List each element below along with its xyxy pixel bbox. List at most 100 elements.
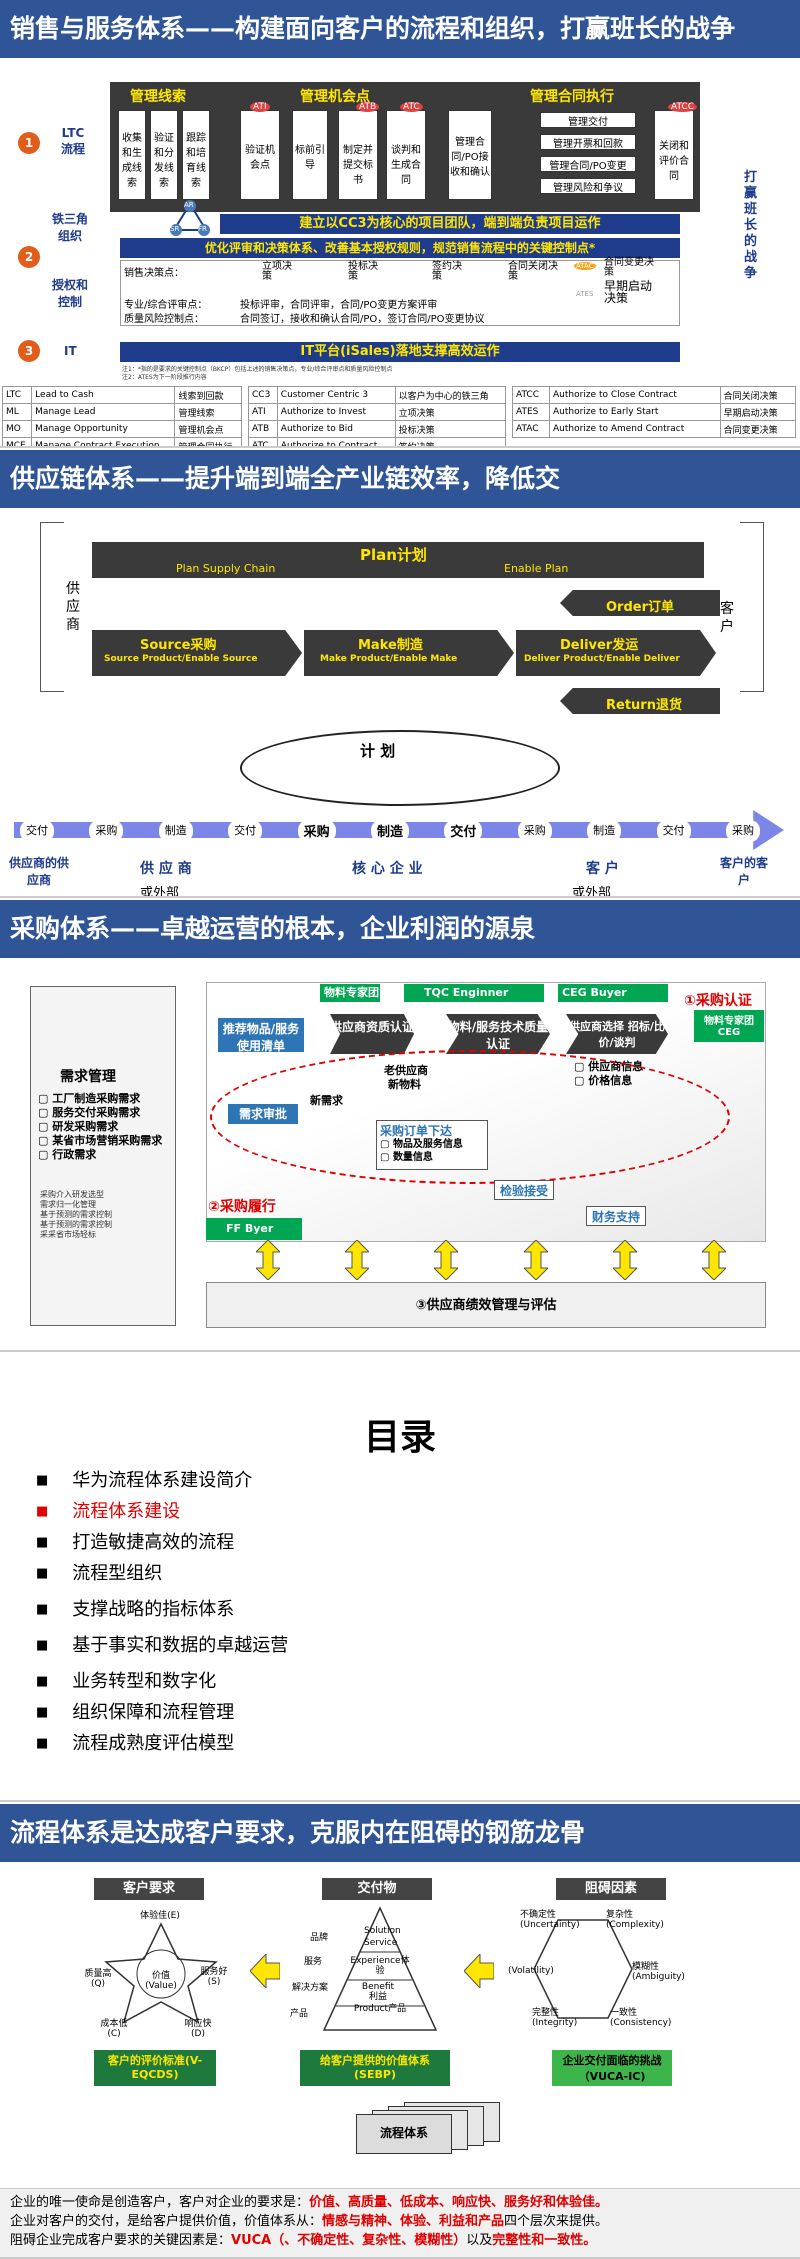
supplier-bracket — [40, 522, 64, 692]
flow-item: 采购 — [297, 820, 336, 842]
dec-item: 早期启动决策 — [604, 279, 653, 305]
star-label: 服务好(S) — [200, 1967, 228, 1987]
list-item: ▢ 服务交付采购需求 — [38, 1106, 141, 1119]
order-label: Order订单 — [606, 600, 674, 615]
deliver-sub: Deliver Product/Enable Deliver — [524, 654, 680, 664]
tri-in: Experience体验 — [350, 1956, 410, 1976]
toc-list: 华为流程体系建设简介 流程体系建设 打造敏捷高效的流程 流程型组织 支撑战略的指… — [36, 1466, 288, 1760]
slide-procurement: 采购体系——卓越运营的根本，企业利润的源泉 需求管理 ▢ 工厂制造采购需求 ▢ … — [0, 900, 800, 1352]
dashed-ellipse — [210, 1050, 730, 1184]
list-item: ▢ 某省市场营销采购需求 — [38, 1134, 163, 1147]
ctrl-label: 专业/综合评审点： — [124, 300, 208, 311]
list-item: 需求归一化管理 — [40, 1200, 96, 1209]
dec-item: 签约决策 — [432, 261, 462, 282]
exec-item: 管理交付 — [540, 112, 636, 128]
ir-fr: FR — [198, 225, 207, 233]
step-box: 物料/服务技术质量认证 — [446, 1014, 550, 1054]
toc-item[interactable]: 流程型组织 — [36, 1559, 288, 1585]
process-box: 跟踪和培育线索 — [182, 110, 210, 200]
double-arrow-icon — [434, 1240, 459, 1280]
ctrl-text: 投标评审，合同评审，合同/PO变更方案评审 — [240, 300, 438, 311]
left-label: IT — [64, 344, 77, 358]
plan-title: Plan计划 — [360, 546, 427, 564]
left-label: LTC流程 — [60, 126, 85, 156]
customer-bracket — [740, 522, 764, 692]
phase-label: 管理线索 — [130, 89, 186, 105]
flow-item: 交付 — [656, 820, 691, 842]
role-bar: CEG Buyer — [558, 984, 668, 1002]
process-box: 关闭和评价合同 — [654, 110, 694, 200]
make-title: Make制造 — [358, 638, 423, 653]
slide-supply-chain: 供应链体系——提升端到端全产业链效率，降低交 供应商 客户 Plan计划 Pla… — [0, 450, 800, 898]
process-box: 标前引导 — [292, 110, 328, 200]
process-box: 管理合同/PO接收和确认 — [448, 110, 492, 200]
tri-in: Service — [364, 1938, 398, 1948]
tri-in: Solution — [364, 1926, 401, 1936]
star-label: 质量高(Q) — [84, 1969, 112, 1989]
decision-area — [120, 260, 680, 326]
summary-line: 阻碍企业完成客户要求的关键因素是：VUCA（、不确定性、复杂性、模糊性）以及完整… — [10, 2233, 597, 2248]
plan-left: Plan Supply Chain — [176, 562, 276, 575]
toc-item[interactable]: 支撑战略的指标体系 — [36, 1595, 288, 1621]
double-arrow-icon — [256, 1240, 280, 1280]
toc-item[interactable]: 基于事实和数据的卓越运营 — [36, 1631, 288, 1657]
flow-system-label: 流程体系 — [379, 2126, 428, 2140]
return-label: Return退货 — [606, 698, 682, 713]
bottom-label: 供应商的供应商 — [8, 856, 69, 887]
star-diagram — [86, 1904, 236, 2034]
stacked-cards — [356, 2102, 506, 2154]
toc-item[interactable]: 打造敏捷高效的流程 — [36, 1528, 288, 1554]
side-label: 打赢班长的战争 — [744, 170, 758, 281]
double-arrow-icon — [612, 1240, 637, 1280]
dec-item: 投标决策 — [348, 261, 378, 282]
slide-toc: 目录 华为流程体系建设简介 流程体系建设 打造敏捷高效的流程 流程型组织 支撑战… — [0, 1354, 800, 1802]
toc-item[interactable]: 流程体系建设 — [36, 1497, 288, 1523]
list-item: 采购介入研发选型 — [40, 1190, 104, 1199]
double-arrow-icon — [523, 1240, 548, 1280]
plan-right: Enable Plan — [504, 562, 569, 575]
flow-item: 制造 — [158, 820, 193, 842]
exec-item: 管理开票和回款 — [540, 134, 636, 150]
deliver-box — [516, 630, 716, 676]
exec-item: 管理合同/PO变更 — [540, 156, 636, 172]
role-label: CEG Buyer — [562, 986, 627, 999]
phase-label: 管理机会点 — [300, 89, 370, 105]
footer-box: 给客户提供的价值体系(SEBP) — [300, 2050, 450, 2086]
slide-title: 流程体系是达成客户要求，克服内在阻碍的钢筋龙骨 — [0, 1804, 800, 1862]
order-box — [376, 1120, 488, 1170]
note: 注2：ATES为下一阶段推行内容 — [122, 374, 207, 381]
ceg-box: 物料专家团CEG — [694, 1010, 764, 1042]
process-box: 收集和生成线索 — [118, 110, 146, 200]
phase-label: 管理合同执行 — [530, 89, 614, 105]
tri-in: Product产品 — [353, 2004, 407, 2014]
tri-left: 产品 — [290, 2009, 309, 2019]
plan-ellipse — [240, 730, 560, 806]
order-title: 采购订单下达 — [380, 1124, 453, 1138]
header-pill: 客户要求 — [94, 1878, 204, 1900]
tag-atb: ATB — [356, 102, 380, 112]
star-label: 价值(Value) — [145, 1971, 177, 1991]
process-box: 验证和分发线索 — [150, 110, 178, 200]
toc-item[interactable]: 业务转型和数字化 — [36, 1667, 288, 1693]
summary: 企业的唯一使命是创造客户，客户对企业的要求是：价值、高质量、低成本、响应快、服务… — [0, 2188, 800, 2257]
footer-box: 企业交付面临的挑战（VUCA-IC) — [552, 2050, 672, 2086]
star-label: 成本低(C) — [100, 2019, 128, 2039]
toc-item[interactable]: 组织保障和流程管理 — [36, 1698, 288, 1724]
ir-sr: SR — [170, 225, 180, 233]
hex-label: 一致性(Consistency) — [610, 2008, 672, 2028]
list-item: 基于预测的需求控制 — [40, 1220, 112, 1229]
tag-atcc: ATCC — [668, 102, 697, 112]
toc-item[interactable]: 华为流程体系建设简介 — [36, 1466, 288, 1492]
toc-item[interactable]: 流程成熟度评估模型 — [36, 1729, 288, 1755]
exec-item: 管理风险和争议 — [540, 178, 636, 194]
footer-box: 客户的评价标准(V-EQCDS) — [94, 2050, 216, 2086]
step-box: 推荐物品/服务使用清单 — [218, 1018, 304, 1053]
bar-control: 优化评审和决策体系、改善基本授权规则，规范销售流程中的关键控制点* — [120, 238, 680, 258]
